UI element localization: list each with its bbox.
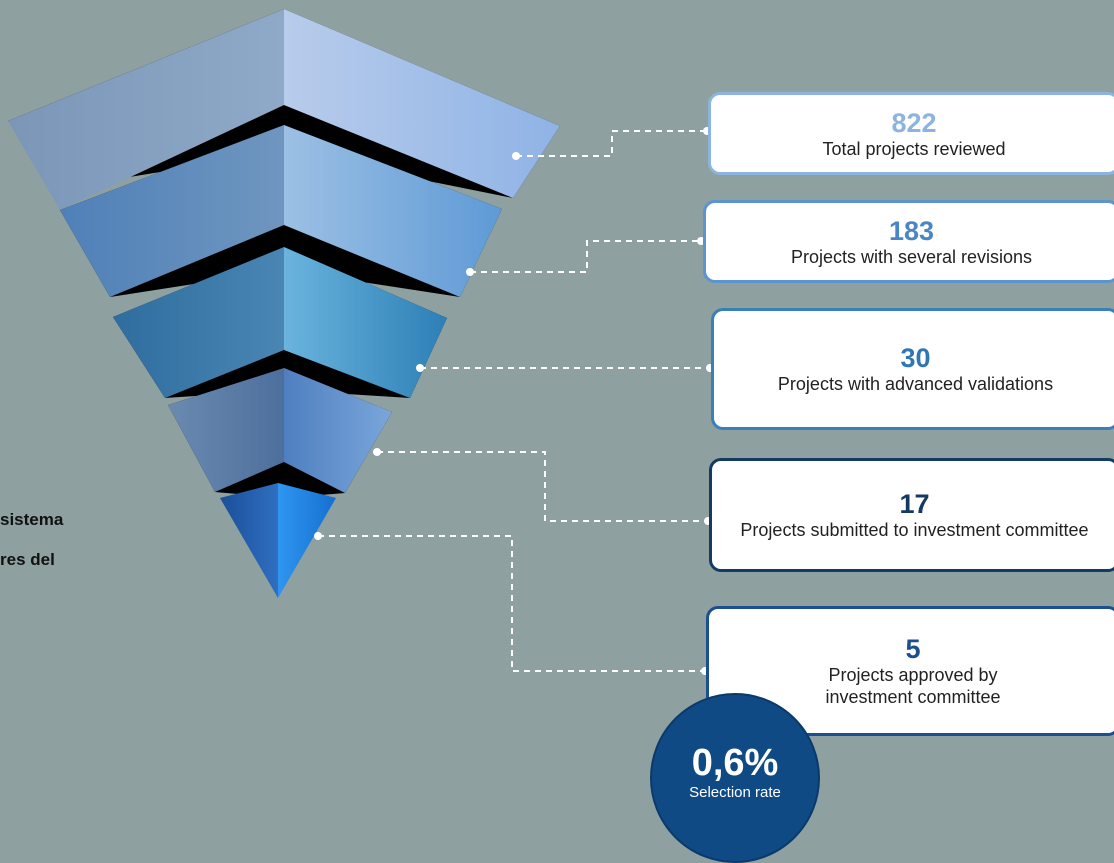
funnel-level-4 [168, 368, 392, 498]
stage-value: 5 [905, 634, 921, 664]
stage-card-5: 5 Projects approved by investment commit… [706, 606, 1114, 736]
side-text-line-1: sistema [0, 510, 64, 529]
selection-rate-label: Selection rate [689, 784, 781, 801]
connector-4 [377, 451, 708, 522]
selection-rate-value: 0,6% [691, 742, 779, 784]
stage-label: Projects with several revisions [790, 246, 1033, 267]
funnel-level-1 [8, 9, 560, 210]
connector-dot [314, 532, 322, 540]
connector-dot [373, 448, 381, 456]
stage-card-2: 183 Projects with several revisions [703, 200, 1114, 283]
stage-card-3: 30 Projects with advanced validations [711, 308, 1114, 430]
funnel-level-5 [220, 483, 336, 598]
stage-value: 30 [900, 343, 931, 373]
stage-card-1: 822 Total projects reviewed [708, 92, 1114, 175]
stage-label: Projects approved by investment committe… [825, 665, 1001, 707]
connector-2 [470, 240, 701, 273]
selection-rate-badge: 0,6% Selection rate [650, 693, 820, 863]
funnel-level-3 [113, 247, 447, 398]
funnel-level-2 [60, 125, 502, 297]
stage-label: Projects with advanced validations [777, 374, 1054, 394]
stage-value: 17 [899, 489, 930, 519]
stage-label: Total projects reviewed [822, 138, 1006, 159]
stage-value: 822 [891, 107, 937, 138]
connector-dot [416, 364, 424, 372]
connector-5 [318, 535, 705, 672]
stage-label: Projects submitted to investment committ… [740, 520, 1089, 540]
stage-card-4: 17 Projects submitted to investment comm… [709, 458, 1114, 572]
connector-dot [512, 152, 520, 160]
side-text-line-2: res del [0, 550, 55, 569]
stage-value: 183 [888, 215, 935, 246]
connector-1 [516, 130, 707, 157]
connector-dot [466, 268, 474, 276]
